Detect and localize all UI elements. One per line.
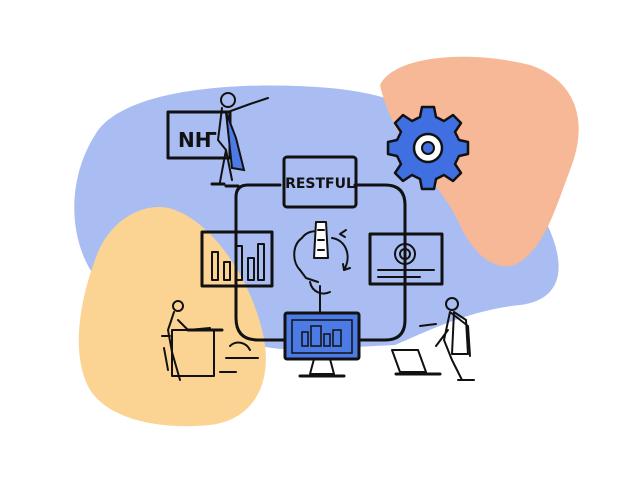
desk-worker-figure bbox=[161, 300, 259, 381]
sign-label: NҤ bbox=[178, 128, 217, 152]
presenter-figure: NҤ bbox=[166, 92, 269, 188]
restful-box: RESTFUL bbox=[282, 155, 358, 209]
laptop-worker-figure bbox=[391, 297, 475, 381]
ai-head-icon bbox=[293, 221, 351, 313]
monitor-icon bbox=[283, 311, 361, 378]
laptop-icon bbox=[391, 349, 442, 376]
bar-chart-icon bbox=[200, 230, 274, 288]
target-card-icon bbox=[368, 232, 444, 286]
restful-label: RESTFUL bbox=[285, 176, 355, 192]
gear-icon bbox=[386, 105, 470, 191]
